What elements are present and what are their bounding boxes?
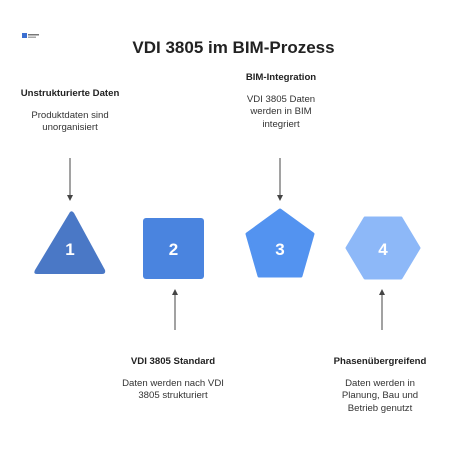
step-2-heading: VDI 3805 Standard [130, 356, 216, 367]
page-title: VDI 3805 im BIM-Prozess [132, 38, 335, 57]
step-2-description: Daten werden nach VDI 3805 strukturiert [122, 377, 224, 402]
step-2-label: VDI 3805 Standard Daten werden nach VDI … [106, 356, 240, 403]
step-3-heading: BIM-Integration [245, 72, 317, 83]
logo-icon [22, 27, 40, 38]
step-4-label: Phasenübergreifend Daten werden in Planu… [318, 356, 442, 415]
step-4-number: 4 [378, 240, 388, 259]
step-1-heading: Unstrukturierte Daten [20, 88, 120, 99]
step-3-number: 3 [275, 240, 284, 259]
step-2-square: 2 [143, 218, 204, 279]
step-1-label: Unstrukturierte Daten Produktdaten sind … [8, 88, 132, 135]
step-3-pentagon: 3 [245, 208, 315, 278]
step-1-shape [34, 211, 106, 274]
step-4-hexagon: 4 [345, 216, 421, 280]
step-1-triangle: 1 [34, 211, 106, 274]
step-1-description: Produktdaten sind unorganisiert [31, 109, 109, 134]
step-2-shape [143, 218, 204, 279]
step-3-description: VDI 3805 Daten werden in BIM integriert [246, 93, 316, 130]
step-4-shape [345, 216, 421, 280]
step-2-number: 2 [169, 240, 178, 259]
step-4-description: Daten werden in Planung, Bau und Betrieb… [341, 377, 419, 414]
step-3-label: BIM-Integration VDI 3805 Daten werden in… [219, 72, 343, 131]
step-4-heading: Phasenübergreifend [333, 356, 427, 367]
step-1-number: 1 [65, 240, 74, 259]
step-3-shape [245, 208, 315, 278]
